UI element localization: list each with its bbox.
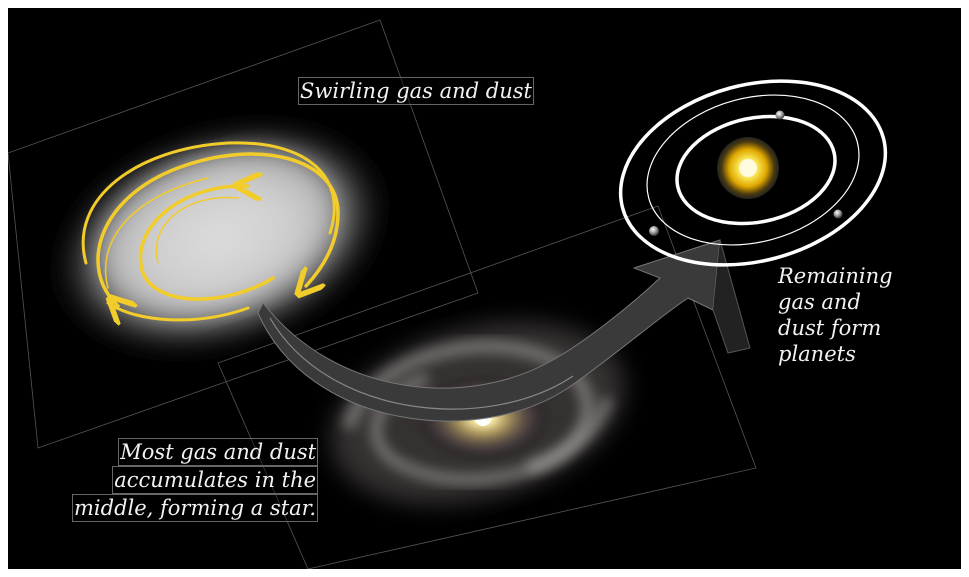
- gas-cloud: [50, 120, 390, 356]
- solar-system: [618, 79, 888, 267]
- diagram-graphics: [8, 19, 888, 569]
- caption-line: gas and: [778, 290, 861, 314]
- caption-line: middle, forming a star.: [72, 494, 319, 522]
- caption-star-forming: Most gas and dust accumulates in the mid…: [72, 438, 319, 522]
- caption-swirling-gas: Swirling gas and dust: [298, 77, 534, 105]
- panel-frames: [8, 19, 757, 569]
- caption-line: dust form: [778, 316, 882, 340]
- galaxy-panel-frame: [217, 205, 757, 569]
- planet: [833, 209, 843, 219]
- caption-line: Remaining: [778, 264, 893, 288]
- caption-planets-forming: Remaining gas and dust form planets: [778, 263, 893, 367]
- planet: [649, 226, 659, 236]
- swirl-arrows: [81, 141, 340, 320]
- caption-line: planets: [778, 342, 856, 366]
- diagram-canvas: Swirling gas and dust Most gas and dust …: [8, 8, 961, 569]
- planet: [775, 110, 785, 120]
- caption-line: Most gas and dust: [118, 438, 319, 466]
- cloud-panel-frame: [8, 19, 479, 449]
- caption-line: accumulates in the: [112, 466, 319, 494]
